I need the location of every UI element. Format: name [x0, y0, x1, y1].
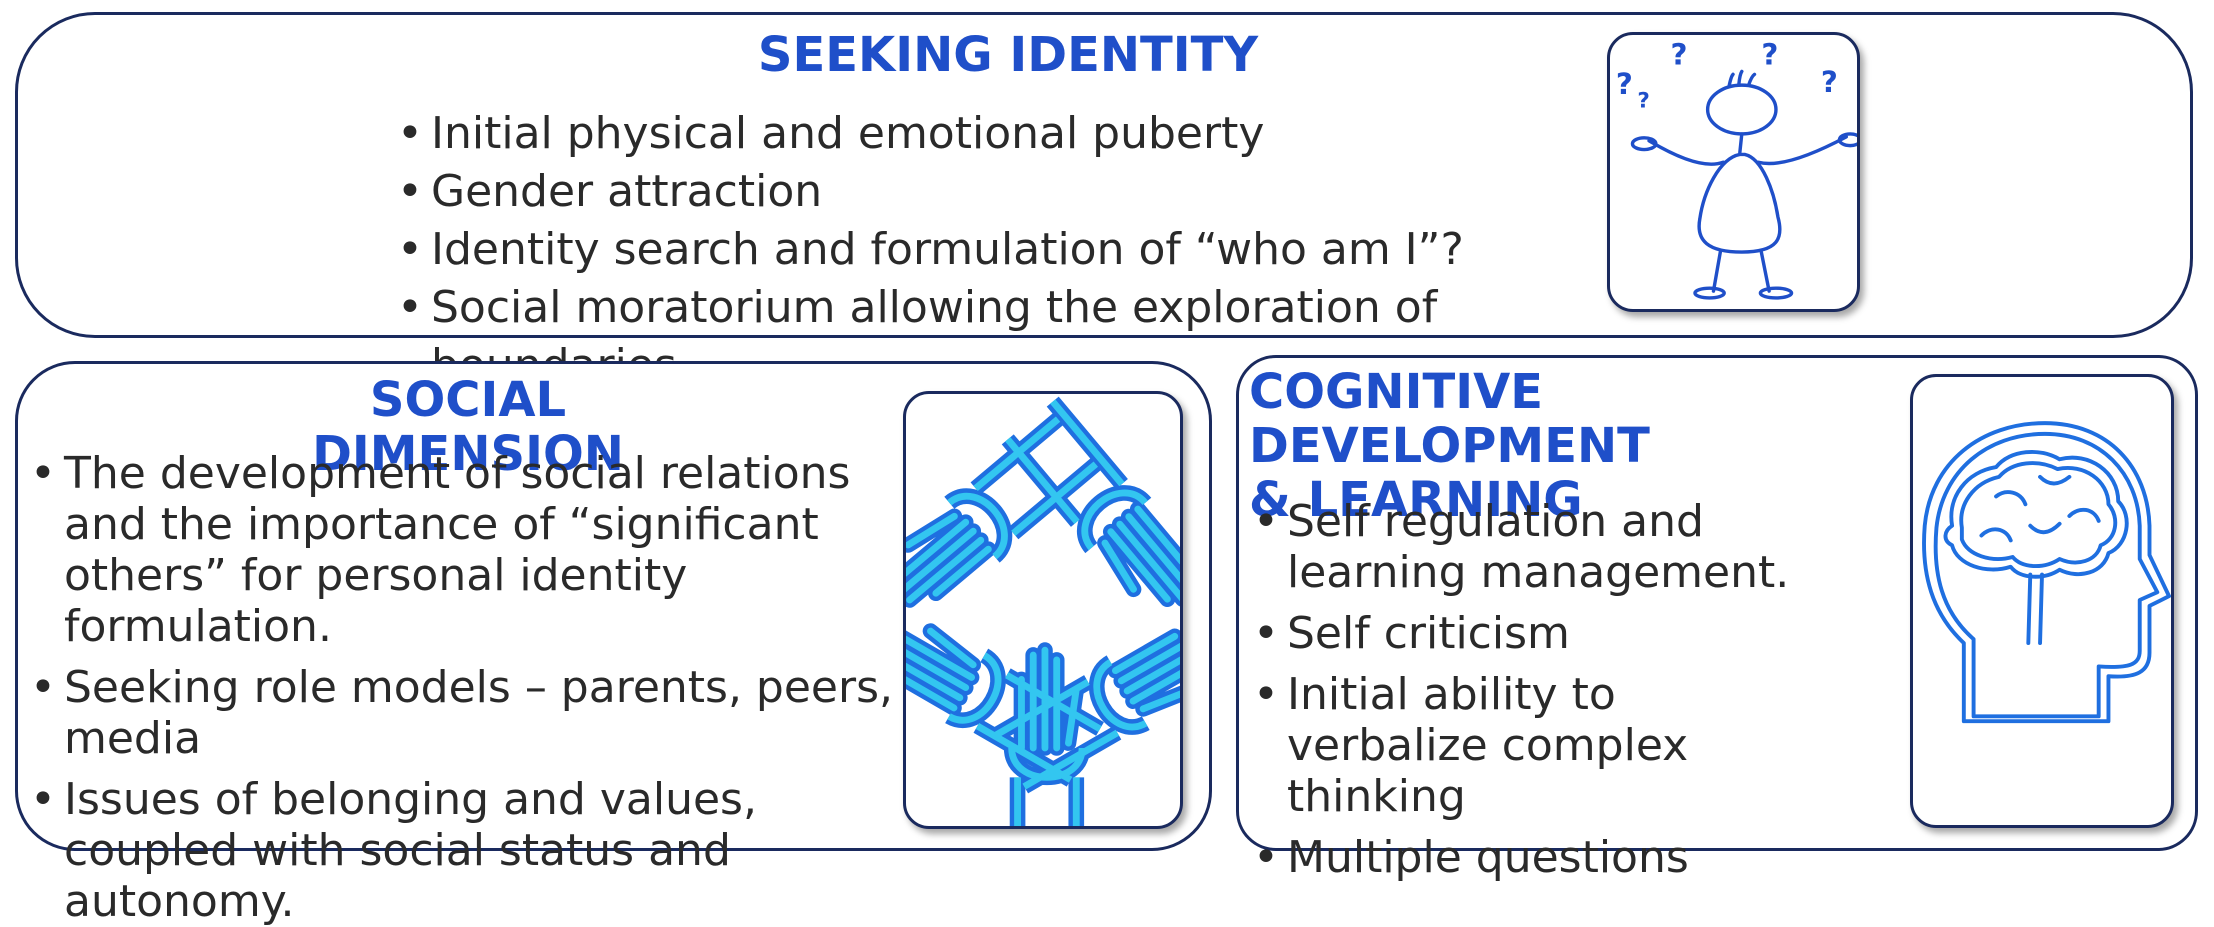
list-item: Initial ability to verbalize complex thi… [1251, 669, 1811, 822]
seeking-identity-list: Initial physical and emotional puberty G… [395, 105, 1635, 395]
list-item: Seeking role models – parents, peers, me… [28, 662, 908, 764]
question-mark: ? [1616, 67, 1633, 101]
title-line: COGNITIVE DEVELOPMENT [1249, 364, 1650, 474]
confused-stick-figure-icon: ? ? ? ? ? [1607, 32, 1860, 312]
seeking-identity-panel: SEEKING IDENTITY Initial physical and em… [15, 12, 2193, 391]
joined-hands-icon [903, 391, 1183, 829]
question-mark: ? [1637, 89, 1649, 114]
list-item: Self criticism [1251, 608, 1811, 659]
list-item: Identity search and formulation of “who … [395, 221, 1635, 279]
list-item: Self regulation and learning management. [1251, 496, 1811, 598]
social-dimension-list: The development of social relations and … [28, 448, 908, 927]
head-brain-icon [1910, 374, 2174, 828]
list-item: Initial physical and emotional puberty [395, 105, 1635, 163]
list-item: Issues of belonging and values, coupled … [28, 774, 908, 927]
list-item: Multiple questions [1251, 832, 1811, 883]
cognitive-development-list: Self regulation and learning management.… [1251, 496, 1811, 883]
question-mark: ? [1761, 38, 1778, 72]
question-mark: ? [1821, 65, 1838, 99]
list-item: Gender attraction [395, 163, 1635, 221]
question-mark: ? [1671, 38, 1688, 72]
list-item: The development of social relations and … [28, 448, 908, 652]
seeking-identity-title: SEEKING IDENTITY [757, 27, 1259, 83]
